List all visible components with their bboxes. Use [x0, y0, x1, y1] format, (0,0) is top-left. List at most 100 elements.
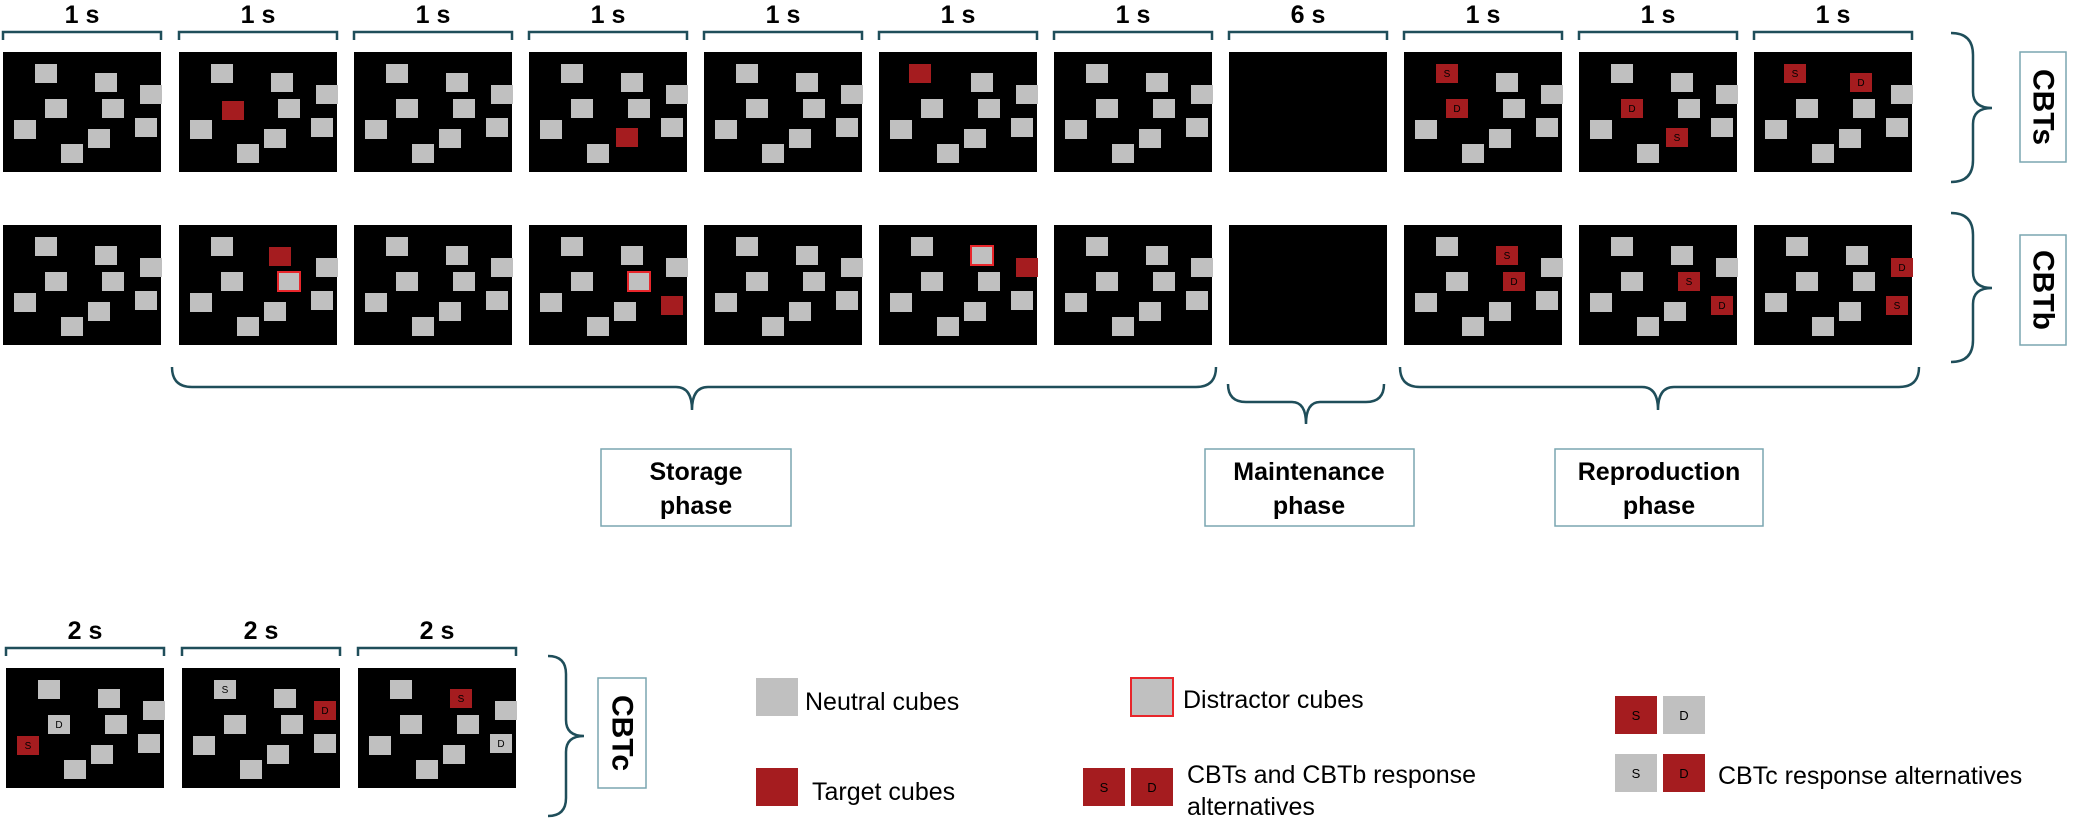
trial-panel [879, 52, 1038, 172]
neutral-cube [1139, 302, 1161, 321]
neutral-cube [61, 317, 83, 336]
neutral-cube [762, 144, 784, 163]
neutral-cube [45, 272, 67, 291]
neutral-cube [836, 118, 858, 137]
trial-panel: SD [1404, 52, 1563, 172]
duration-label: 1 s [1641, 1, 1676, 29]
neutral-cube [1446, 272, 1468, 291]
neutral-cube [978, 272, 1000, 291]
response-cube [1886, 296, 1908, 315]
neutral-cube [1415, 293, 1437, 312]
distractor-cube [970, 245, 994, 266]
trial-panel: SD [1754, 52, 1913, 172]
neutral-cube [1146, 246, 1168, 265]
neutral-cube [1846, 246, 1868, 265]
neutral-cube [396, 272, 418, 291]
neutral-cube [561, 64, 583, 83]
neutral-cube [666, 85, 688, 104]
cbts-label-box [2019, 51, 2067, 163]
neutral-cube [88, 302, 110, 321]
neutral-cube [386, 237, 408, 256]
response-cube [1850, 73, 1872, 92]
duration-bracket [1052, 30, 1214, 40]
legend-target-swatch [756, 768, 798, 806]
neutral-cube [396, 99, 418, 118]
neutral-cube [140, 258, 162, 277]
neutral-cube [190, 293, 212, 312]
neutral-cube [1621, 272, 1643, 291]
neutral-cube [91, 745, 113, 764]
neutral-cube [746, 272, 768, 291]
neutral-cube [621, 73, 643, 92]
duration-bracket [352, 30, 514, 40]
trial-panel [179, 52, 338, 172]
neutral-cube [1086, 64, 1108, 83]
neutral-cube [281, 715, 303, 734]
neutral-cube [803, 99, 825, 118]
neutral-cube [193, 736, 215, 755]
cube-mark: D [1510, 277, 1517, 288]
trial-panel: DS [1579, 52, 1738, 172]
neutral-cube [1853, 272, 1875, 291]
neutral-cube [803, 272, 825, 291]
neutral-cube [1153, 272, 1175, 291]
trial-panel [3, 225, 162, 345]
neutral-cube [314, 734, 336, 753]
neutral-cube [1153, 99, 1175, 118]
duration-bracket [1, 30, 163, 40]
duration-label: 1 s [591, 1, 626, 29]
neutral-cube [1891, 85, 1913, 104]
trial-panel [354, 52, 513, 172]
target-cube [661, 296, 683, 315]
neutral-cube [211, 237, 233, 256]
neutral-cube [446, 246, 468, 265]
target-cube [222, 101, 244, 120]
response-cube [214, 680, 236, 699]
neutral-cube [135, 118, 157, 137]
neutral-cube [1671, 73, 1693, 92]
neutral-cube [1112, 317, 1134, 336]
cube-mark: D [321, 706, 328, 717]
cube-mark: S [25, 741, 32, 752]
neutral-cube [311, 118, 333, 137]
trial-panel [354, 225, 513, 345]
neutral-cube [102, 99, 124, 118]
neutral-cube [274, 689, 296, 708]
neutral-cube [1065, 120, 1087, 139]
neutral-cube [964, 302, 986, 321]
swatch-mark: S [1632, 708, 1641, 723]
neutral-cube [1711, 118, 1733, 137]
neutral-cube [211, 64, 233, 83]
neutral-cube [98, 689, 120, 708]
response-cube [1621, 99, 1643, 118]
neutral-cube [937, 144, 959, 163]
duration-label: 2 s [68, 617, 103, 645]
neutral-cube [1611, 237, 1633, 256]
neutral-cube [614, 302, 636, 321]
neutral-cube [571, 272, 593, 291]
duration-label: 6 s [1291, 1, 1326, 29]
response-cube [1436, 64, 1458, 83]
neutral-cube [1796, 99, 1818, 118]
neutral-cube [628, 99, 650, 118]
neutral-cube [35, 64, 57, 83]
response-cube [490, 734, 512, 753]
neutral-cube [1812, 144, 1834, 163]
neutral-cube [1765, 293, 1787, 312]
neutral-cube [453, 272, 475, 291]
target-cube [909, 64, 931, 83]
trial-panel [1054, 225, 1213, 345]
maintenance-phase-box [1204, 448, 1415, 527]
trial-panel [1229, 52, 1387, 172]
storage-phase-brace [170, 366, 1218, 411]
cbtc-row-brace [547, 654, 585, 818]
cube-mark: D [1718, 301, 1725, 312]
legend-distractor-label: Distractor cubes [1183, 686, 1364, 714]
neutral-cube [796, 246, 818, 265]
distractor-cube [277, 271, 301, 292]
duration-label: 1 s [941, 1, 976, 29]
